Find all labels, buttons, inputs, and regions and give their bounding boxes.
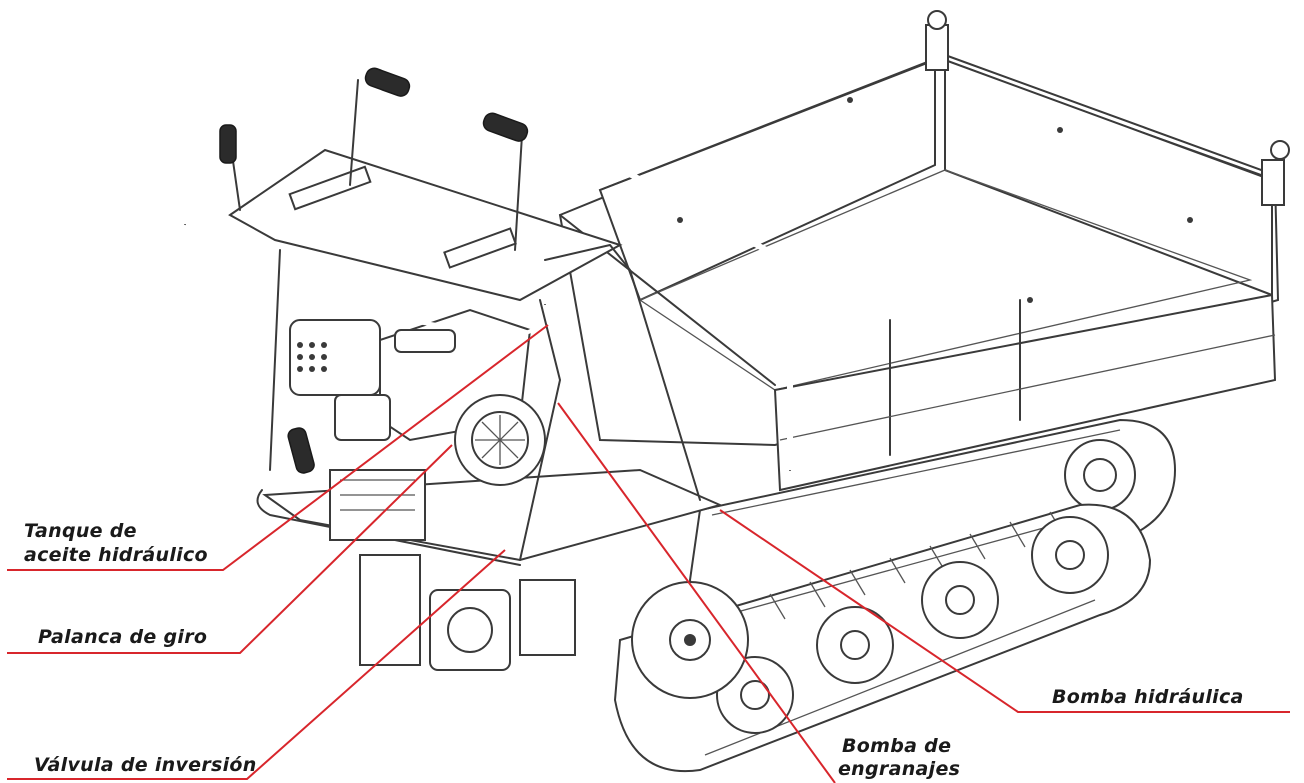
leader-hydraulic-pump xyxy=(719,509,1290,713)
control-handlebar xyxy=(182,67,623,474)
roll-bar xyxy=(417,132,793,481)
label-tank-line1: Tanque de xyxy=(24,520,137,542)
label-hydraulic-pump: Bomba hidráulica xyxy=(1052,686,1244,708)
track-near xyxy=(613,503,1152,773)
label-gear-pump-line2: engranajes xyxy=(838,758,960,780)
frame-supports xyxy=(269,244,701,561)
label-turn-lever: Palanca de giro xyxy=(38,626,207,648)
callout-labels: Tanque de aceite hidráulico Palanca de g… xyxy=(24,520,1244,780)
leader-reverse-valve xyxy=(7,549,506,780)
dump-bed xyxy=(558,10,1290,492)
leader-lines xyxy=(7,324,1290,783)
label-reverse-valve: Válvula de inversión xyxy=(34,754,257,776)
engine xyxy=(289,308,576,671)
leader-tank xyxy=(7,324,549,571)
leader-turn-lever xyxy=(7,444,453,654)
label-gear-pump-line1: Bomba de xyxy=(842,735,951,757)
label-tank-line2: aceite hidráulico xyxy=(24,544,208,566)
leader-gear-pump xyxy=(557,402,836,783)
tracked-dumper-drawing xyxy=(182,10,1290,773)
